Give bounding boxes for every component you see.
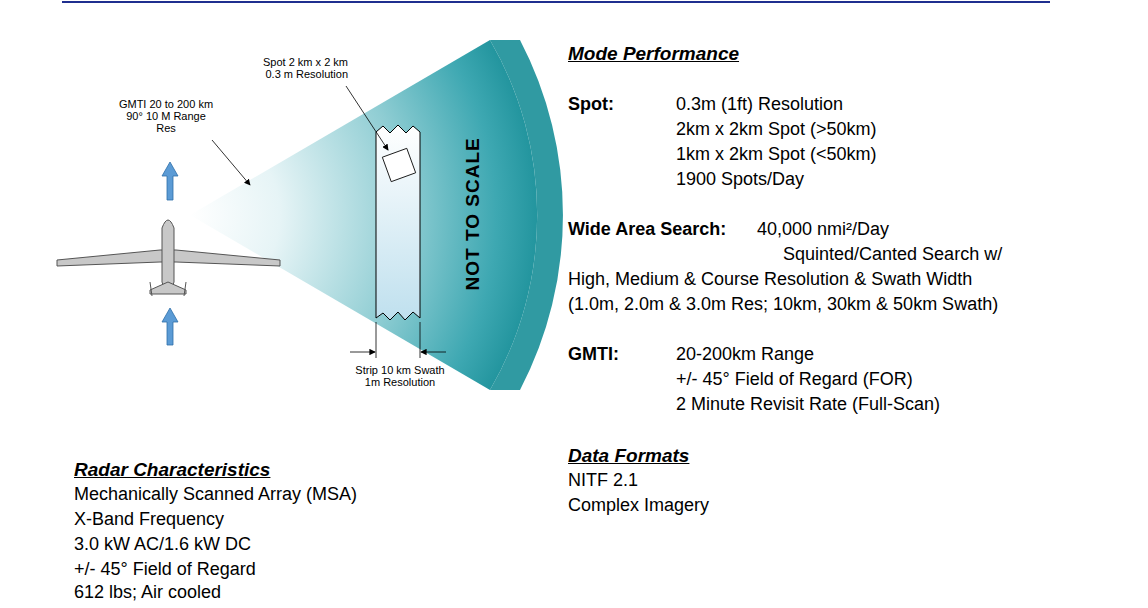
field-value: 1900 Spots/Day bbox=[676, 169, 804, 191]
spec-line: 612 lbs; Air cooled bbox=[74, 582, 221, 604]
callout: Strip 10 km Swath 1m Resolution bbox=[352, 364, 448, 388]
field-name: Wide Area Search: bbox=[568, 219, 726, 241]
spec-line: +/- 45° Field of Regard bbox=[74, 559, 256, 581]
spec-line: Mechanically Scanned Array (MSA) bbox=[74, 484, 357, 506]
field-value: 1km x 2km Spot (<50km) bbox=[676, 144, 877, 166]
field-value: (1.0m, 2.0m & 3.0m Res; 10km, 30km & 50k… bbox=[568, 294, 998, 316]
callout: Spot 2 km x 2 km 0.3 m Resolution bbox=[250, 56, 348, 80]
field-value: NITF 2.1 bbox=[568, 470, 638, 492]
dim-arrow bbox=[350, 352, 375, 353]
strip-swath bbox=[376, 125, 420, 320]
field-name: GMTI: bbox=[568, 344, 619, 366]
panel bbox=[57, 38, 550, 400]
field-value: Complex Imagery bbox=[568, 495, 709, 517]
spot-leader bbox=[346, 86, 388, 150]
spec-line: X-Band Frequency bbox=[74, 509, 224, 531]
field-value: 2 Minute Revisit Rate (Full-Scan) bbox=[676, 394, 940, 416]
field-value: 40,000 nmi²/Day bbox=[757, 219, 889, 241]
spot-square bbox=[382, 148, 415, 181]
aircraft bbox=[57, 220, 280, 296]
dim-arrow bbox=[421, 352, 446, 353]
spec-line: 3.0 kW AC/1.6 kW DC bbox=[74, 534, 251, 556]
field-value: +/- 45° Field of Regard (FOR) bbox=[676, 369, 913, 391]
field-value: Squinted/Canted Search w/ bbox=[783, 244, 1002, 266]
section-heading: Radar Characteristics bbox=[74, 459, 270, 482]
field-name: Spot: bbox=[568, 94, 614, 116]
fan-rim bbox=[490, 40, 563, 390]
gmti-fan bbox=[190, 40, 537, 390]
field-value: 20-200km Range bbox=[676, 344, 814, 366]
callout: GMTI 20 to 200 km 90° 10 M Range Res bbox=[118, 98, 214, 134]
watermark: NOT TO SCALE bbox=[462, 160, 485, 290]
field-value: High, Medium & Course Resolution & Swath… bbox=[568, 269, 972, 291]
field-value: 2km x 2km Spot (>50km) bbox=[676, 119, 877, 141]
field-value: 0.3m (1ft) Resolution bbox=[676, 94, 843, 116]
section-heading: Data Formats bbox=[568, 445, 689, 468]
direction-arrows bbox=[162, 162, 178, 345]
gmti-leader bbox=[212, 140, 250, 185]
section-heading: Mode Performance bbox=[568, 43, 739, 66]
top-rule bbox=[62, 1, 1050, 3]
